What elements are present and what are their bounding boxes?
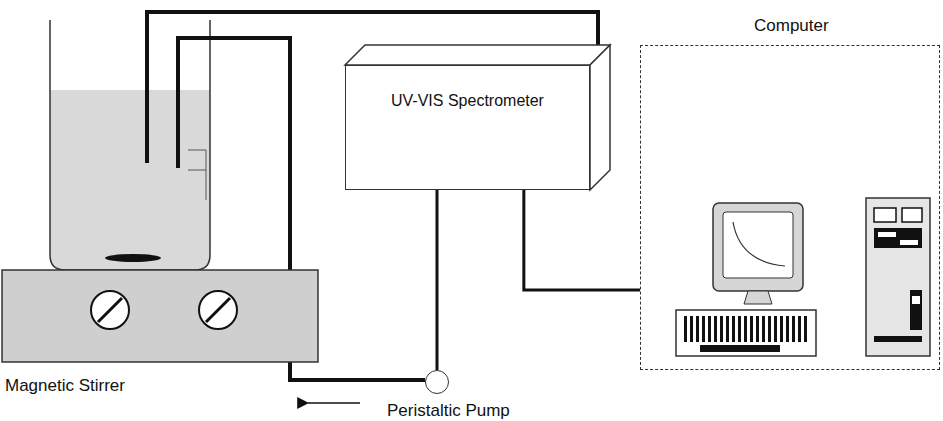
computer-frame: Computer <box>640 45 940 370</box>
connector-line <box>524 190 640 290</box>
stirrer-base: Magnetic Stirrer <box>2 270 318 362</box>
node-label: Computer <box>754 16 829 36</box>
pump-circle: Peristaltic Pump <box>425 370 449 394</box>
node-label: Magnetic Stirrer <box>5 376 125 396</box>
node-label: UV-VIS Spectrometer <box>391 92 544 110</box>
connector-line <box>436 190 439 370</box>
spectrometer-box: UV-VIS Spectrometer <box>345 65 590 190</box>
node-label: Peristaltic Pump <box>387 401 510 421</box>
